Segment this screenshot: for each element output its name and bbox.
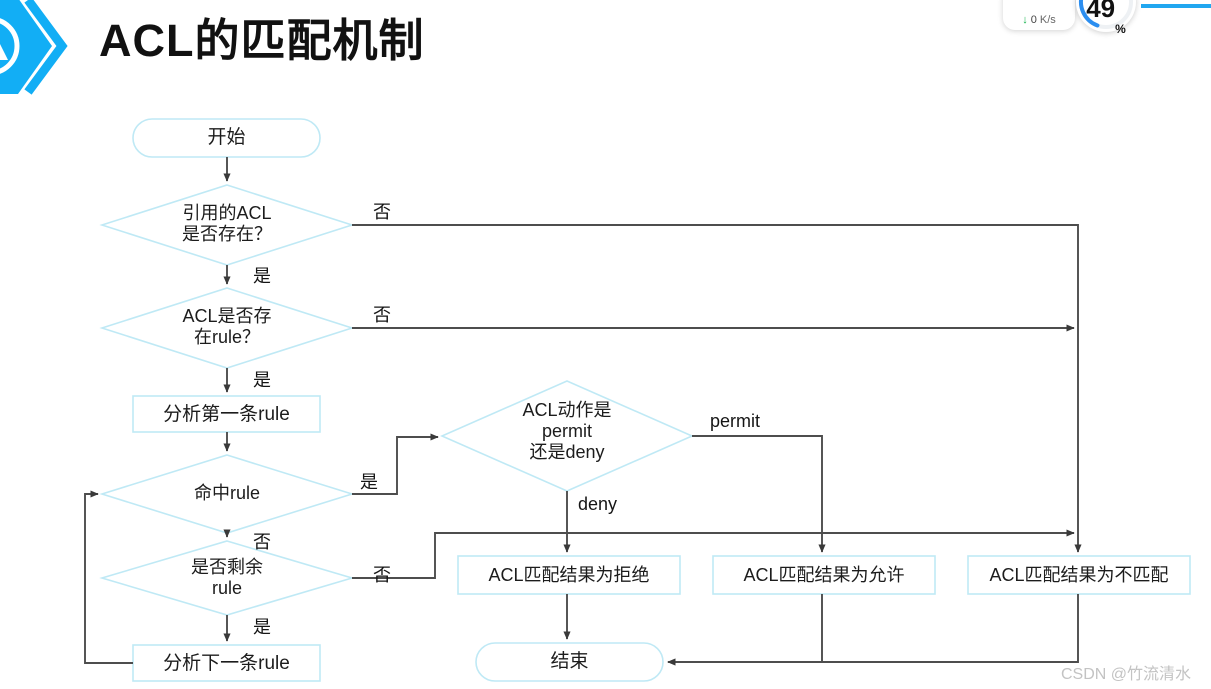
edge-label-hit-rule-yes: 是	[360, 472, 378, 492]
node-hit-rule	[99, 454, 355, 534]
node-next-rule	[132, 644, 321, 682]
edge-label-rest-rule-yes: 是	[253, 617, 271, 637]
node-result-deny	[457, 555, 681, 595]
edge-rest-no	[352, 529, 1075, 579]
edge-none-to-end	[667, 594, 1079, 666]
edge-label-hit-rule-no: 否	[253, 532, 271, 552]
node-acl-exist	[99, 184, 355, 266]
cpu-usage-value: 49	[1086, 0, 1116, 23]
node-first-rule	[132, 395, 321, 433]
edge-label-deny: deny	[578, 494, 618, 514]
node-rule-exist	[99, 287, 355, 369]
node-rest-rule	[99, 540, 355, 616]
cpu-usage-percent-sign: %	[1115, 22, 1126, 36]
node-end	[475, 642, 664, 682]
network-speed-unit: K/s	[1039, 14, 1056, 26]
header-accent-rule	[1141, 4, 1211, 8]
network-speed-widget[interactable]: ↓ 0 K/s	[1003, 0, 1075, 30]
node-acl-action	[440, 380, 694, 492]
node-result-none	[967, 555, 1191, 595]
node-result-permit	[712, 555, 936, 595]
edge-next-loop-to-hit	[84, 490, 133, 664]
edge-action-permit	[692, 435, 826, 553]
download-arrow-icon: ↓	[1022, 13, 1028, 26]
page-title: ACL的匹配机制	[99, 15, 425, 66]
brand-logo-icon	[0, 0, 86, 100]
edge-label-acl-exist-yes: 是	[253, 266, 271, 286]
edge-label-rule-exist-yes: 是	[253, 370, 271, 390]
edge-permit-to-end	[667, 594, 823, 666]
edge-label-rest-rule-no: 否	[373, 565, 391, 585]
watermark: CSDN @竹流清水	[1061, 666, 1192, 683]
edge-hit-yes-to-action	[352, 433, 439, 495]
node-start	[132, 118, 321, 158]
network-speed-value: 0	[1030, 14, 1037, 26]
cpu-usage-meter[interactable]: 49 %	[1076, 0, 1136, 36]
edge-label-rule-exist-no: 否	[373, 305, 391, 325]
edge-acl-exist-no	[352, 224, 1082, 553]
edge-label-acl-exist-no: 否	[373, 202, 391, 222]
edge-label-permit: permit	[710, 411, 761, 431]
